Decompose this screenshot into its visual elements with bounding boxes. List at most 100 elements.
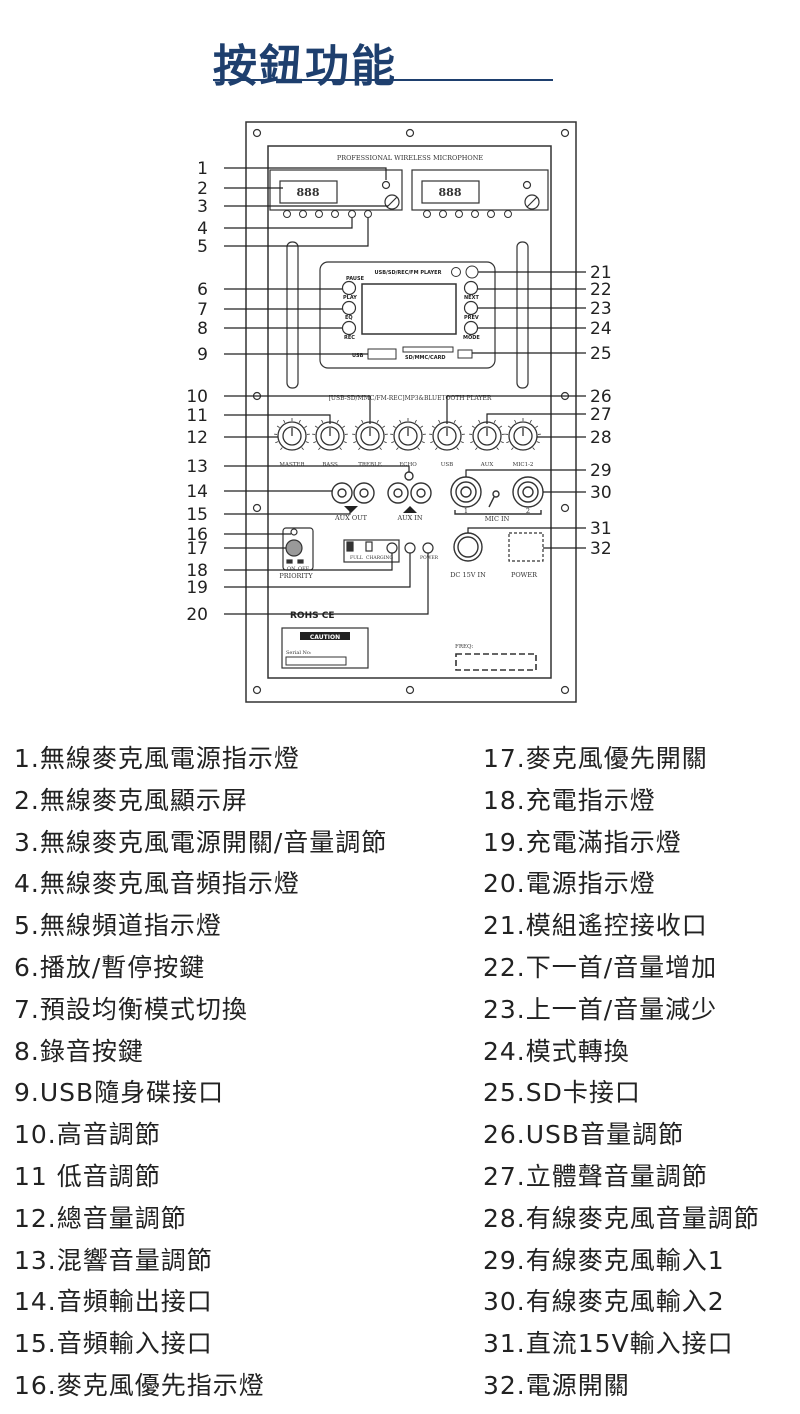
side-slots bbox=[286, 241, 529, 389]
legend-item: 9.USB隨身碟接口 bbox=[14, 1078, 225, 1108]
knob-cap bbox=[437, 426, 457, 446]
knob-tick bbox=[283, 419, 286, 423]
knob-row bbox=[274, 418, 541, 451]
knob-tick bbox=[500, 441, 504, 444]
leader-line bbox=[224, 414, 331, 424]
knob-tick bbox=[535, 425, 539, 428]
label-priority: PRIORITY bbox=[279, 572, 313, 580]
knob-cap bbox=[360, 426, 380, 446]
callout-number: 6 bbox=[197, 280, 208, 300]
knob-cap bbox=[477, 426, 497, 446]
legend-item: 25.SD卡接口 bbox=[483, 1078, 641, 1108]
knob-tick bbox=[305, 441, 309, 444]
knob-tick bbox=[417, 447, 420, 451]
knob-tick bbox=[392, 425, 396, 428]
label-prev: PREV bbox=[464, 315, 479, 321]
knob-tick bbox=[475, 447, 478, 451]
leader-line bbox=[224, 553, 393, 571]
knob-cap bbox=[282, 426, 302, 446]
legend-item: 21.模組遙控接收口 bbox=[483, 911, 708, 941]
knob-tick bbox=[456, 447, 459, 451]
callout-number: 14 bbox=[186, 482, 208, 502]
legend-item: 23.上一首/音量減少 bbox=[483, 994, 718, 1024]
knob-tick bbox=[430, 441, 434, 444]
knob-cap bbox=[320, 426, 340, 446]
callout-numbers: 1234567891011121314151617181920212223242… bbox=[186, 159, 611, 625]
knob bbox=[508, 421, 538, 451]
callout-number: 29 bbox=[590, 461, 612, 481]
label-eq: EQ bbox=[345, 315, 353, 321]
wireless-module-right bbox=[411, 169, 549, 211]
mic-jacks bbox=[450, 476, 544, 515]
wireless-led-row bbox=[283, 210, 512, 218]
callout-number: 30 bbox=[590, 483, 612, 503]
callout-number: 10 bbox=[186, 387, 208, 407]
callout-number: 9 bbox=[197, 345, 208, 365]
knob-tick bbox=[382, 425, 386, 428]
callout-number: 22 bbox=[590, 280, 612, 300]
mounting-holes bbox=[252, 128, 570, 695]
knob-tick bbox=[499, 425, 503, 428]
control-panel-diagram: PROFESSIONAL WIRELESS MICROPHONE 888 888… bbox=[186, 121, 612, 703]
knob-tick bbox=[421, 441, 425, 444]
label-dc-in: DC 15V IN bbox=[450, 571, 486, 579]
label-aux-out: AUX OUT bbox=[334, 514, 368, 522]
knob-label: BASS bbox=[322, 462, 338, 468]
legend-item: 31.直流15V輸入接口 bbox=[483, 1329, 734, 1359]
callout-number: 32 bbox=[590, 539, 612, 559]
knob-cap bbox=[513, 426, 533, 446]
leader-line bbox=[446, 395, 586, 424]
aux-out-arrow bbox=[344, 506, 358, 513]
label-caution: CAUTION bbox=[310, 634, 340, 641]
label-play: PLAY bbox=[343, 295, 357, 301]
knob-tick bbox=[313, 441, 317, 444]
label-full: FULL bbox=[350, 555, 363, 561]
legend-item: 32.電源開關 bbox=[483, 1370, 630, 1400]
label-mic-in: MIC IN bbox=[485, 515, 510, 523]
display-digits-right: 888 bbox=[439, 186, 462, 199]
legend-item: 20.電源指示燈 bbox=[483, 869, 656, 899]
label-freq: FREQ: bbox=[455, 644, 473, 650]
legend-item: 22.下一首/音量增加 bbox=[483, 952, 718, 982]
legend-item: 15.音頻輸入接口 bbox=[14, 1329, 213, 1359]
callout-number: 2 bbox=[197, 179, 208, 199]
player-lcd bbox=[361, 283, 457, 335]
knob-tick bbox=[506, 441, 510, 444]
knob-tick bbox=[383, 441, 387, 444]
knob-tick bbox=[339, 447, 342, 451]
wireless-module-left bbox=[269, 169, 403, 211]
label-pause: PAUSE bbox=[346, 276, 365, 282]
knob-tick bbox=[470, 441, 474, 444]
callout-number: 3 bbox=[197, 197, 208, 217]
knob-tick bbox=[343, 441, 347, 444]
label-power-led: POWER bbox=[420, 555, 439, 561]
callout-number: 1 bbox=[197, 159, 208, 179]
knob-tick bbox=[536, 441, 540, 444]
knob-tick bbox=[529, 419, 532, 423]
knob-tick bbox=[298, 419, 301, 423]
knob-tick bbox=[336, 419, 339, 423]
knob-tick bbox=[314, 425, 318, 428]
callout-number: 18 bbox=[186, 561, 208, 581]
knob-tick bbox=[321, 419, 324, 423]
legend-item: 28.有線麥克風音量調節 bbox=[483, 1203, 760, 1233]
knob-tick bbox=[478, 419, 481, 423]
label-power-switch: POWER bbox=[511, 571, 538, 579]
knob-label: TREBLE bbox=[358, 462, 382, 468]
callout-number: 16 bbox=[186, 525, 208, 545]
callout-number: 15 bbox=[186, 505, 208, 525]
label-mic-1: 1 bbox=[464, 507, 468, 515]
callout-number: 31 bbox=[590, 519, 612, 539]
legend-item: 24.模式轉換 bbox=[483, 1036, 630, 1066]
knob-tick bbox=[376, 419, 379, 423]
callout-number: 26 bbox=[590, 387, 612, 407]
knob-label: AUX bbox=[480, 462, 494, 468]
legend-item: 10.高音調節 bbox=[14, 1120, 161, 1150]
label-rohs: ROHS CE bbox=[290, 611, 334, 621]
aux-jacks bbox=[331, 471, 432, 504]
leader-line bbox=[224, 465, 410, 472]
knob-label: USB bbox=[441, 462, 453, 468]
knob-tick bbox=[354, 425, 358, 428]
